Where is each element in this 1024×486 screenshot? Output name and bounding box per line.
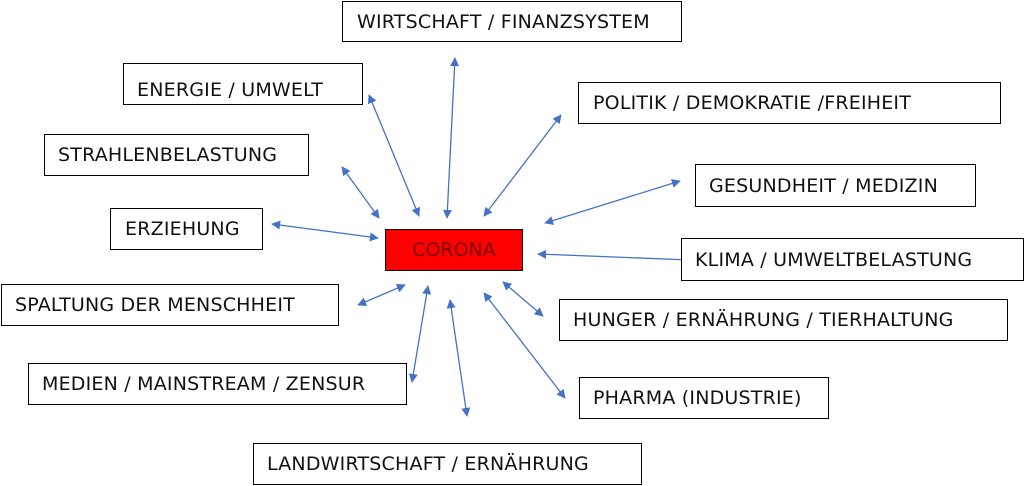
arrow-landwirtschaft xyxy=(446,299,471,417)
arrow-energie xyxy=(367,94,421,217)
topic-spaltung: SPALTUNG DER MENSCHHEIT xyxy=(1,284,339,326)
topic-energie: ENERGIE / UMWELT xyxy=(123,63,363,105)
topic-hunger: HUNGER / ERNÄHRUNG / TIERHALTUNG xyxy=(559,299,1008,341)
topic-landwirtschaft: LANDWIRTSCHAFT / ERNÄHRUNG xyxy=(253,443,642,485)
arrow-erziehung xyxy=(271,220,379,242)
topic-medien: MEDIEN / MAINSTREAM / ZENSUR xyxy=(28,363,407,405)
topic-pharma: PHARMA (INDUSTRIE) xyxy=(579,377,829,419)
topic-klima: KLIMA / UMWELTBELASTUNG xyxy=(681,238,1024,281)
arrow-wirtschaft xyxy=(442,57,460,219)
topic-wirtschaft: WIRTSCHAFT / FINANZSYSTEM xyxy=(342,1,682,42)
arrow-klima xyxy=(537,249,691,265)
topic-gesundheit: GESUNDHEIT / MEDIZIN xyxy=(695,164,976,207)
arrow-politik xyxy=(483,114,562,217)
arrow-hunger xyxy=(502,281,544,317)
center-node-corona: CORONA xyxy=(385,229,523,271)
topic-erziehung: ERZIEHUNG xyxy=(110,208,263,250)
arrow-spaltung xyxy=(357,284,406,306)
arrow-gesundheit xyxy=(544,179,681,225)
topic-strahlen: STRAHLENBELASTUNG xyxy=(44,134,309,176)
arrow-pharma xyxy=(483,292,566,399)
arrow-strahlen xyxy=(341,166,380,219)
arrow-medien xyxy=(408,285,432,383)
topic-politik: POLITIK / DEMOKRATIE /FREIHEIT xyxy=(578,82,1001,124)
